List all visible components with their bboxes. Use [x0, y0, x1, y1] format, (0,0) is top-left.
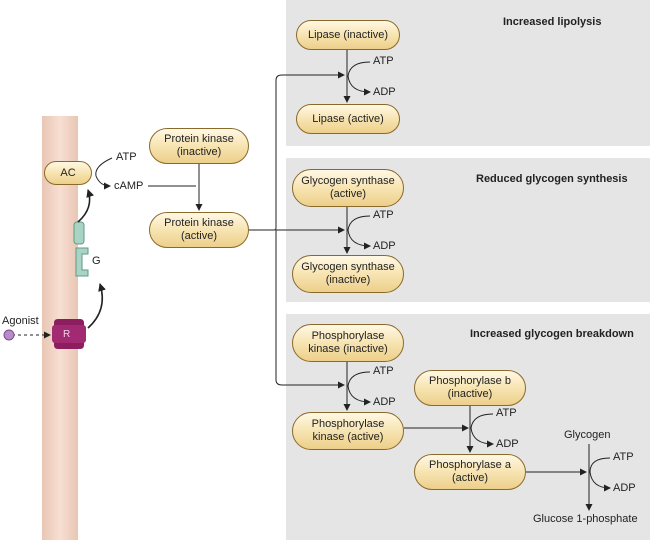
- phosphorylase-a: Phosphorylase a (active): [414, 454, 526, 490]
- breakdown-atp-2: ATP: [496, 407, 517, 419]
- phosphorylase-kinase-active: Phosphorylase kinase (active): [292, 412, 404, 450]
- lipolysis-adp: ADP: [373, 86, 396, 98]
- title-lipolysis: Increased lipolysis: [503, 16, 602, 28]
- glycogen-synthase-active: Glycogen synthase (active): [292, 169, 404, 207]
- synthesis-atp: ATP: [373, 209, 394, 221]
- glycogen-label: Glycogen: [564, 429, 611, 441]
- synthesis-adp: ADP: [373, 240, 396, 252]
- breakdown-atp-3: ATP: [613, 451, 634, 463]
- ac-atp-label: ATP: [116, 151, 137, 163]
- g-protein-icon: [73, 221, 89, 277]
- receptor-label: R: [63, 329, 71, 340]
- breakdown-adp-2: ADP: [496, 438, 519, 450]
- g-protein-label: G: [92, 255, 101, 267]
- lipase-active: Lipase (active): [296, 104, 400, 134]
- title-glycogen-breakdown: Increased glycogen breakdown: [470, 328, 634, 340]
- receptor-icon: [52, 319, 86, 349]
- breakdown-adp-3: ADP: [613, 482, 636, 494]
- glucose-1-phosphate-label: Glucose 1-phosphate: [533, 513, 638, 525]
- agonist-label: Agonist: [2, 315, 39, 327]
- phosphorylase-kinase-inactive: Phosphorylase kinase (inactive): [292, 324, 404, 362]
- camp-label: cAMP: [114, 180, 144, 192]
- lipase-inactive: Lipase (inactive): [296, 20, 400, 50]
- phosphorylase-b: Phosphorylase b (inactive): [414, 370, 526, 406]
- protein-kinase-inactive: Protein kinase (inactive): [149, 128, 249, 164]
- glycogen-synthase-inactive: Glycogen synthase (inactive): [292, 255, 404, 293]
- title-glycogen-synthesis: Reduced glycogen synthesis: [476, 173, 628, 185]
- adenylate-cyclase: AC: [44, 161, 92, 185]
- agonist-molecule-icon: [3, 329, 15, 341]
- protein-kinase-active: Protein kinase (active): [149, 212, 249, 248]
- breakdown-adp-1: ADP: [373, 396, 396, 408]
- breakdown-atp-1: ATP: [373, 365, 394, 377]
- lipolysis-atp: ATP: [373, 55, 394, 67]
